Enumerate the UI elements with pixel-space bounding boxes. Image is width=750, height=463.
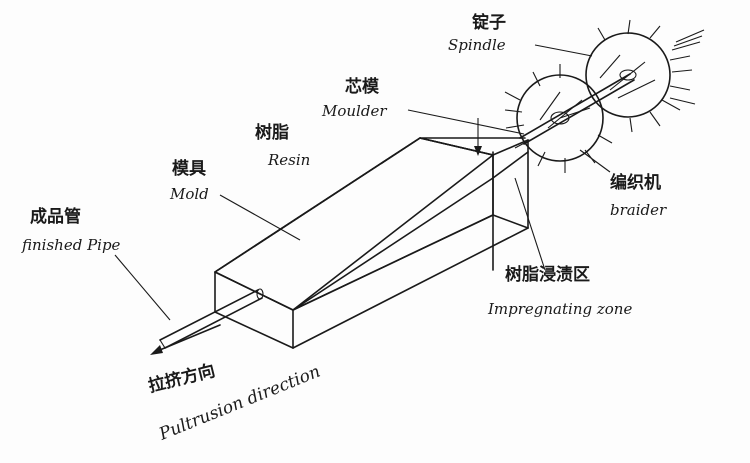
label-pultrusion-direction: 拉挤方向 Pultrusion direction [146,360,323,445]
label-moulder-cn: 芯模 [345,76,380,97]
label-braider-en: braider [610,201,667,219]
label-braider: 编织机 braider [610,172,667,219]
label-mold: 模具 Mold [169,158,209,203]
label-spindle-en: Spindle [448,36,506,54]
label-finished-pipe: 成品管 finished Pipe [21,206,121,254]
label-spindle-cn: 锭子 [472,12,506,33]
label-resin: 树脂 Resin [255,123,310,169]
label-finished-pipe-en: finished Pipe [21,236,121,254]
label-finished-pipe-cn: 成品管 [30,206,81,227]
label-impregnating-zone-en: Impregnating zone [487,300,632,318]
label-mold-en: Mold [169,185,209,203]
label-resin-en: Resin [267,151,310,169]
label-moulder: 芯模 Moulder [321,76,387,120]
label-braider-cn: 编织机 [610,172,661,193]
mold-box [214,137,529,349]
label-mold-cn: 模具 [172,158,206,179]
label-impregnating-zone-cn: 树脂浸渍区 [505,264,590,285]
moulder-rod [519,73,635,145]
leader-lines [114,44,611,355]
label-impregnating-zone: 树脂浸渍区 Impregnating zone [487,264,632,318]
braider-disc-back [585,19,705,133]
finished-pipe [159,288,264,349]
label-resin-cn: 树脂 [255,123,289,143]
label-pultrusion-direction-cn: 拉挤方向 [146,360,217,397]
label-spindle: 锭子 Spindle [448,12,506,54]
label-moulder-en: Moulder [321,102,387,120]
